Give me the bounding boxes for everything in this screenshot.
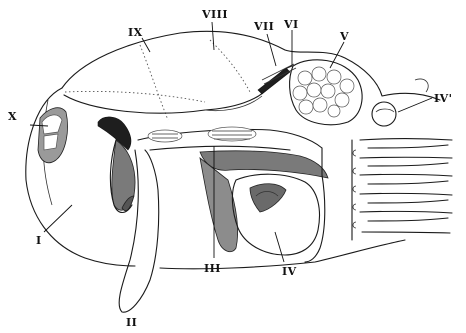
label-viii: VIII (201, 8, 228, 21)
gill-arches (352, 139, 452, 241)
label-ix: IX (128, 26, 143, 39)
label-ii: II (126, 316, 137, 329)
eye-iv-prime (372, 102, 396, 126)
label-x: X (8, 110, 17, 123)
cranial-cavity (64, 66, 292, 113)
label-iii: III (204, 262, 221, 275)
label-vii: VII (253, 20, 274, 33)
label-vi: VI (283, 18, 299, 31)
region-v-cells (290, 60, 363, 125)
label-iv-prime: IV' (434, 92, 453, 105)
central-bar (138, 127, 322, 150)
label-iv: IV (282, 265, 297, 278)
label-v: V (339, 30, 349, 43)
label-i: I (36, 234, 42, 247)
region-x (38, 108, 68, 163)
